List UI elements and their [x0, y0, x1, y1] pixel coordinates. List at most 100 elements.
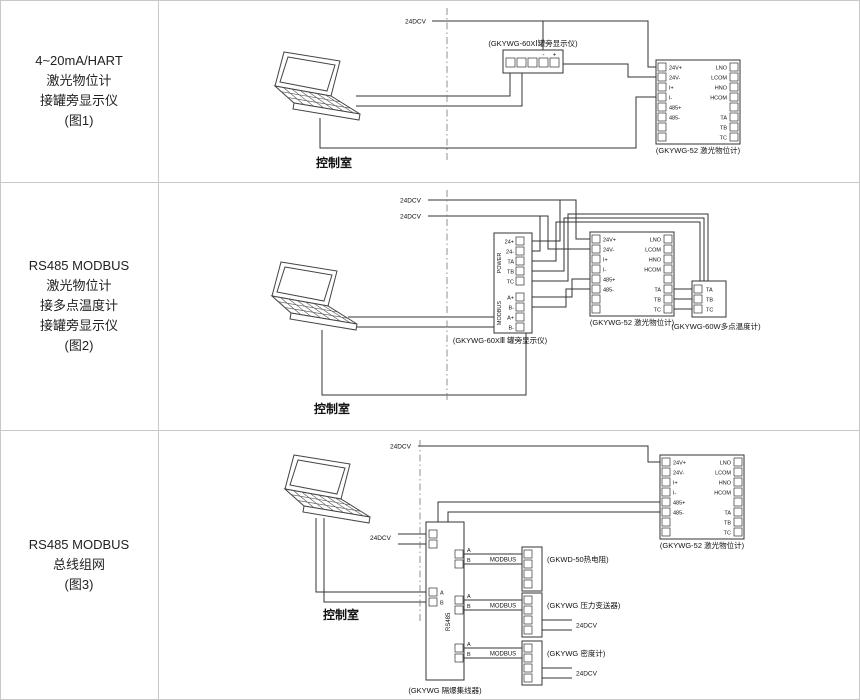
fig2-diagram: 24+ 24- TA TB TC A+ B- A+ B- POWER MODBU… — [271, 190, 761, 416]
display-term: TC — [507, 280, 514, 286]
meter-term: LCOM — [715, 471, 731, 477]
temp-term: TA — [706, 288, 713, 294]
fig1-label-line: 4~20mA/HART — [35, 53, 123, 68]
fig2-temp-sensor: TA TB TC (GKYWG-60W多点温度计) — [671, 280, 761, 331]
meter-term: I- — [603, 268, 607, 274]
meter-body — [589, 231, 675, 317]
meter-term: TA — [724, 511, 731, 517]
display-caption: (GKYWG-60XⅢ 罐旁显示仪) — [453, 335, 548, 345]
supply-label: 24DCV — [576, 623, 598, 630]
modbus-label: MODBUS — [490, 604, 516, 610]
meter-term: 485- — [673, 511, 684, 517]
meter-term: 24V+ — [603, 238, 616, 244]
fig3-label-line: (图3) — [64, 577, 94, 592]
supply-label: 24DCV — [400, 198, 422, 205]
bus-a-label: A — [467, 594, 471, 600]
meter-term: I+ — [603, 258, 608, 264]
display-caption: (GKYWG-60XⅠ罐旁显示仪) — [488, 38, 578, 48]
fig3-label-line: 总线组网 — [52, 557, 105, 572]
meter-term: I+ — [669, 86, 674, 92]
device-caption: (GKWD-50热电阻) — [547, 554, 609, 564]
meter-term: 485- — [603, 288, 614, 294]
fig3-label-line: RS485 MODBUS — [28, 537, 130, 552]
device-caption: (GKYWG 密度计) — [547, 648, 606, 658]
fig2-label-line: 激光物位计 — [46, 278, 112, 293]
fig3-wires — [315, 445, 660, 679]
meter-body — [659, 454, 745, 540]
meter-caption: (GKYWG-52 激光物位计) — [590, 317, 675, 327]
display-body — [493, 232, 533, 334]
meter-term: LNO — [716, 66, 728, 72]
fig1-wires — [319, 20, 656, 149]
modbus-label: MODBUS — [490, 558, 516, 564]
display-term: TB — [507, 270, 514, 276]
bus-a-label: A — [467, 642, 471, 648]
fig1-diagram: - + (GKYWG-60XⅠ罐旁显示仪) 24V+ 24V- I+ I- 48… — [274, 8, 741, 170]
control-room-label: 控制室 — [323, 607, 359, 622]
meter-body — [655, 59, 741, 145]
meter-term: I+ — [673, 481, 678, 487]
meter-term: TC — [724, 531, 731, 537]
meter-term: 24V- — [603, 248, 614, 254]
hub-port-b: B — [440, 601, 444, 607]
power-group-label: POWER — [497, 253, 503, 274]
meter-term: TC — [720, 136, 727, 142]
modbus-group-label: MODBUS — [497, 301, 503, 325]
laptop-icon — [284, 454, 371, 524]
supply-label: 24DCV — [576, 671, 598, 678]
display-term: 24+ — [505, 240, 514, 246]
laptop-icon — [274, 51, 361, 121]
temp-caption: (GKYWG-60W多点温度计) — [671, 321, 761, 331]
fig2-label-line: RS485 MODBUS — [28, 258, 130, 273]
temp-term: TC — [706, 308, 713, 314]
fig2-label-line: 接罐旁显示仪 — [39, 318, 118, 333]
fig1-label-line: (图1) — [64, 113, 94, 128]
fig1-label-line: 激光物位计 — [46, 73, 112, 88]
display-term: A+ — [507, 316, 514, 322]
supply-label: 24DCV — [400, 214, 422, 221]
meter-term: 485+ — [673, 501, 685, 507]
meter-term: TB — [654, 298, 661, 304]
fig2-label-line: (图2) — [64, 338, 94, 353]
modbus-label: MODBUS — [490, 652, 516, 658]
meter-term: TC — [654, 308, 661, 314]
fig3-branch2: A B MODBUS (GKYWG 压力变送器) 24DCV — [467, 592, 621, 638]
display-term: 24- — [506, 250, 514, 256]
meter-term: 24V- — [669, 76, 680, 82]
meter-term: LCOM — [645, 248, 661, 254]
display-minus: - — [543, 53, 545, 59]
fig3-diagram: 24V+ 24V- I+ I- 485+ 485- LNO LCOM HNO H… — [284, 440, 745, 695]
fig2-laser-meter: 24V+ 24V- I+ I- 485+ 485- LNO LCOM HNO H… — [589, 231, 675, 327]
fig1-label-line: 接罐旁显示仪 — [39, 93, 118, 108]
meter-term: 485- — [669, 116, 680, 122]
bus-b-label: B — [467, 558, 471, 564]
hub-caption: (GKYWG 隔爆集线器) — [408, 685, 482, 695]
meter-term: I- — [673, 491, 677, 497]
control-room-label: 控制室 — [316, 155, 352, 170]
meter-caption: (GKYWG-52 激光物位计) — [656, 145, 741, 155]
meter-term: HCOM — [714, 491, 731, 497]
bus-b-label: B — [467, 604, 471, 610]
meter-term: HCOM — [644, 268, 661, 274]
fig2-label: RS485 MODBUS 激光物位计 接多点温度计 接罐旁显示仪 (图2) — [0, 182, 158, 430]
meter-caption: (GKYWG-52 激光物位计) — [660, 540, 745, 550]
hub-bus-label: RS485 — [446, 612, 452, 631]
display-term: TA — [507, 260, 514, 266]
device-caption: (GKYWG 压力变送器) — [547, 600, 621, 610]
fig3-hub: A B RS485 (GKYWG 隔爆集线器) — [408, 521, 482, 695]
meter-term: LNO — [650, 238, 662, 244]
supply-label: 24DCV — [405, 19, 427, 26]
meter-term: TA — [720, 116, 727, 122]
meter-term: TB — [720, 126, 727, 132]
fig1-label: 4~20mA/HART 激光物位计 接罐旁显示仪 (图1) — [0, 0, 158, 182]
meter-term: 24V+ — [669, 66, 682, 72]
meter-term: HNO — [715, 86, 728, 92]
meter-term: TB — [724, 521, 731, 527]
meter-term: 24V+ — [673, 461, 686, 467]
meter-term: LCOM — [711, 76, 727, 82]
hub-port-a: A — [440, 591, 444, 597]
meter-term: 485+ — [669, 106, 681, 112]
fig2-wires — [321, 199, 709, 396]
